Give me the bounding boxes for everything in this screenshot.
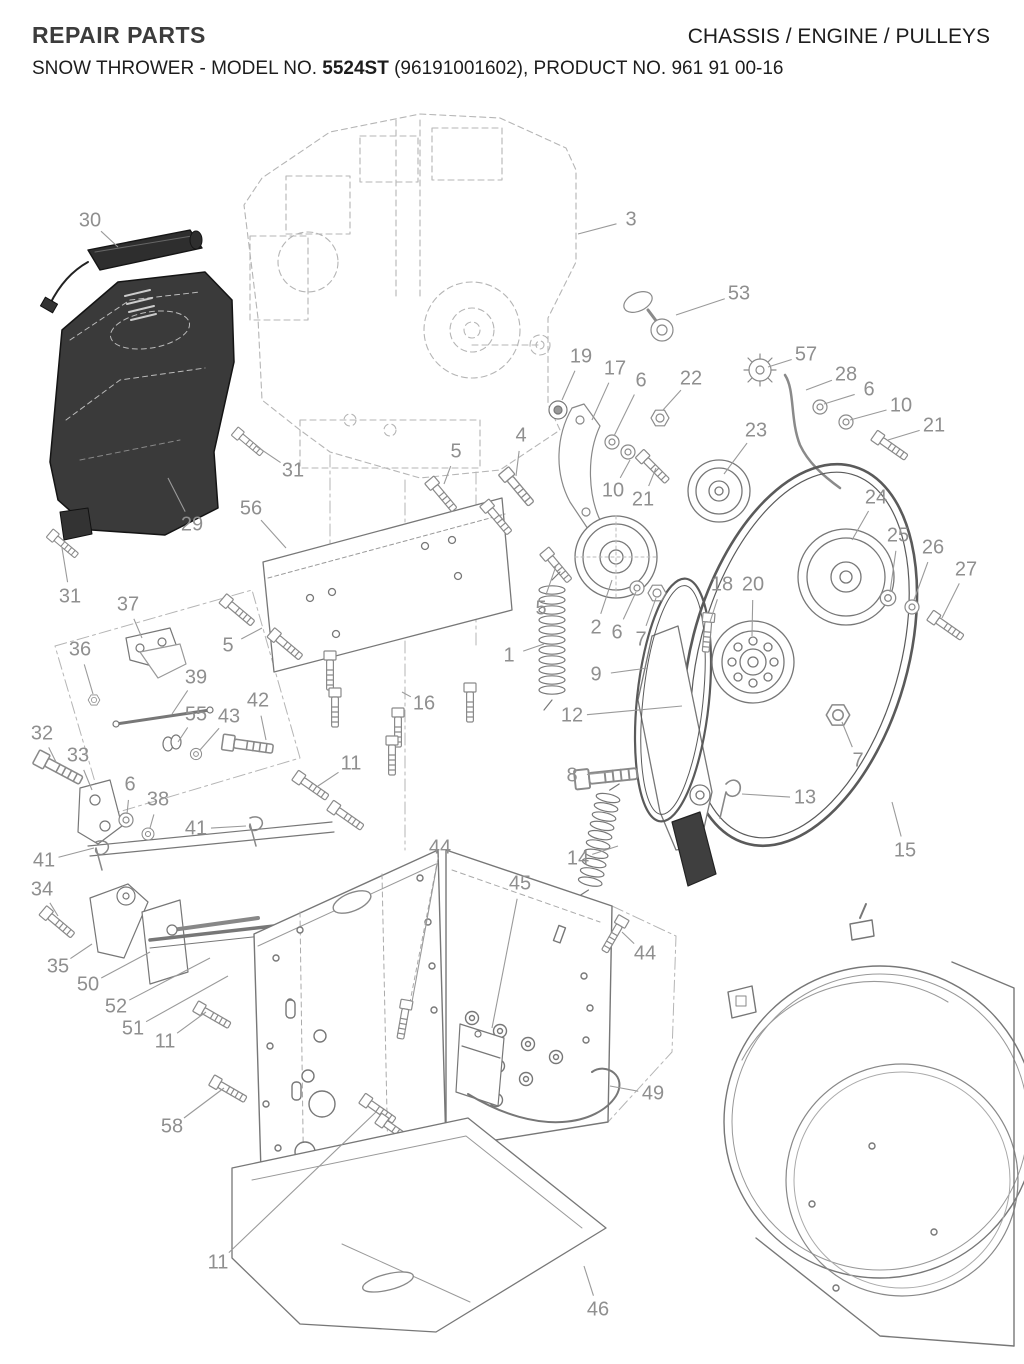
washer-38 (141, 827, 155, 841)
section-title: CHASSIS / ENGINE / PULLEYS (687, 25, 990, 48)
bolt-21b (870, 429, 911, 464)
bolt-27 (926, 609, 967, 644)
model-suffix: (96191001602), PRODUCT NO. 961 91 00-16 (388, 58, 784, 79)
bolt-58 (208, 1074, 249, 1106)
bolt-11a (291, 769, 332, 804)
model-prefix: SNOW THROWER - MODEL NO. (32, 58, 323, 79)
washer-43 (189, 747, 203, 761)
mounting-plate-56 (262, 497, 513, 673)
knob-53 (623, 291, 674, 342)
washer-6a (604, 434, 620, 450)
belt-cover-29 (49, 271, 235, 541)
bolt-31a (230, 426, 266, 459)
hairpin-41b (94, 840, 110, 871)
model-subtitle: SNOW THROWER - MODEL NO. 5524ST (9619100… (32, 58, 990, 80)
idler-pulley-20 (711, 620, 795, 704)
hairpin-41a (248, 816, 264, 847)
diagram-art (31, 113, 1024, 1347)
bolt-11b (326, 799, 367, 834)
nut-7a (647, 584, 667, 602)
nut-7b (825, 704, 851, 726)
idler-bracket-17 (558, 403, 603, 533)
washer-10b (838, 414, 854, 430)
handle-grip-30 (39, 229, 203, 314)
bolt-32 (31, 749, 86, 789)
cable-49 (467, 1067, 621, 1124)
bolt-34 (38, 905, 78, 941)
belt-guide-rod-28 (783, 373, 842, 490)
bushing-19 (548, 400, 568, 420)
washer-6b (812, 399, 828, 415)
extension-spring-1 (538, 571, 566, 711)
cotter-pin-13 (719, 779, 742, 819)
star-washer-57 (743, 353, 777, 387)
plate-45 (455, 1023, 505, 1107)
auger-belt-9 (633, 577, 713, 823)
nut-36 (87, 694, 101, 706)
impeller-housing (723, 903, 1024, 1347)
page-title: REPAIR PARTS (32, 22, 206, 48)
nut-22 (650, 409, 670, 427)
page-header: REPAIR PARTS CHASSIS / ENGINE / PULLEYS (32, 22, 990, 49)
washer-6d (118, 812, 134, 828)
washer-6c (629, 580, 645, 596)
model-number: 5524ST (322, 58, 389, 79)
engine-outline (243, 113, 577, 479)
bolt-11c (192, 1000, 233, 1032)
scraper-pad (671, 811, 717, 887)
washer-25 (879, 589, 897, 607)
bolt-42 (220, 733, 275, 758)
extension-spring-14 (577, 783, 621, 897)
washer-10a (620, 444, 636, 460)
washer-26 (904, 599, 920, 615)
pulley-24 (797, 528, 895, 626)
engine-pulley-2 (574, 515, 658, 599)
bolt-21a (634, 448, 672, 486)
pulley-23 (687, 459, 751, 523)
bolt-8 (572, 762, 639, 791)
